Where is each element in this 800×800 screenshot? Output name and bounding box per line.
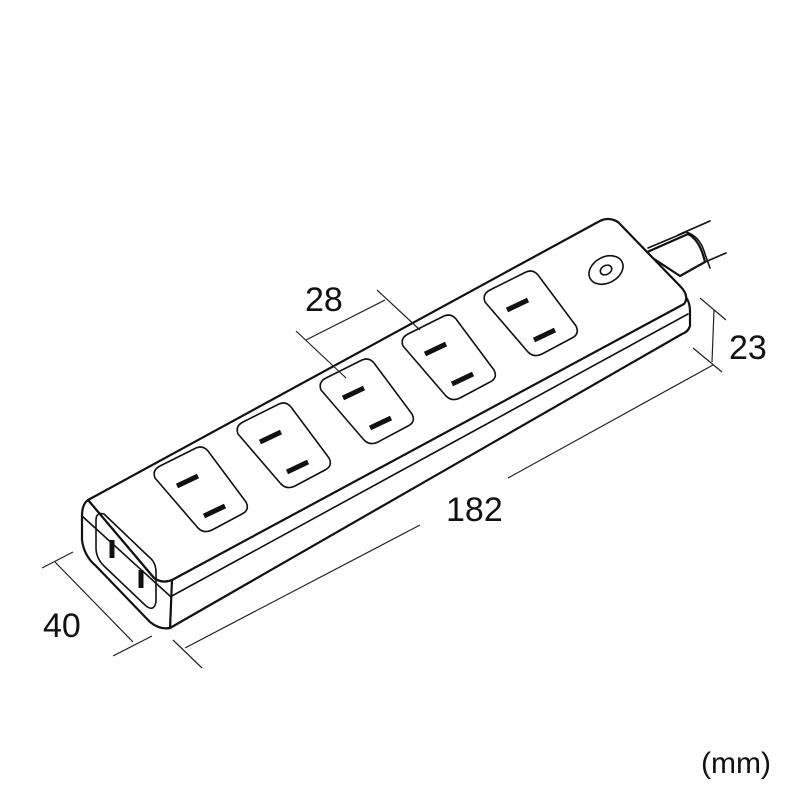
- outlet-1: [153, 446, 249, 533]
- power-cord: [643, 220, 727, 278]
- dimension-label-outlet-pitch: 28: [305, 281, 343, 319]
- outlet-3: [319, 358, 415, 445]
- dimension-23: [692, 297, 727, 373]
- dimension-label-width: 40: [43, 607, 81, 645]
- dimension-28: [295, 289, 421, 379]
- power-switch: [588, 254, 624, 286]
- unit-label: (mm): [701, 747, 771, 780]
- outlet-2: [236, 402, 332, 489]
- dimension-label-length: 182: [446, 491, 503, 529]
- outlet-4: [401, 314, 497, 401]
- outlet-5: [483, 270, 579, 357]
- dimension-label-height: 23: [729, 329, 767, 367]
- strip-body: [80, 217, 692, 630]
- front-outlet: [95, 512, 157, 610]
- dimension-40: [41, 551, 203, 669]
